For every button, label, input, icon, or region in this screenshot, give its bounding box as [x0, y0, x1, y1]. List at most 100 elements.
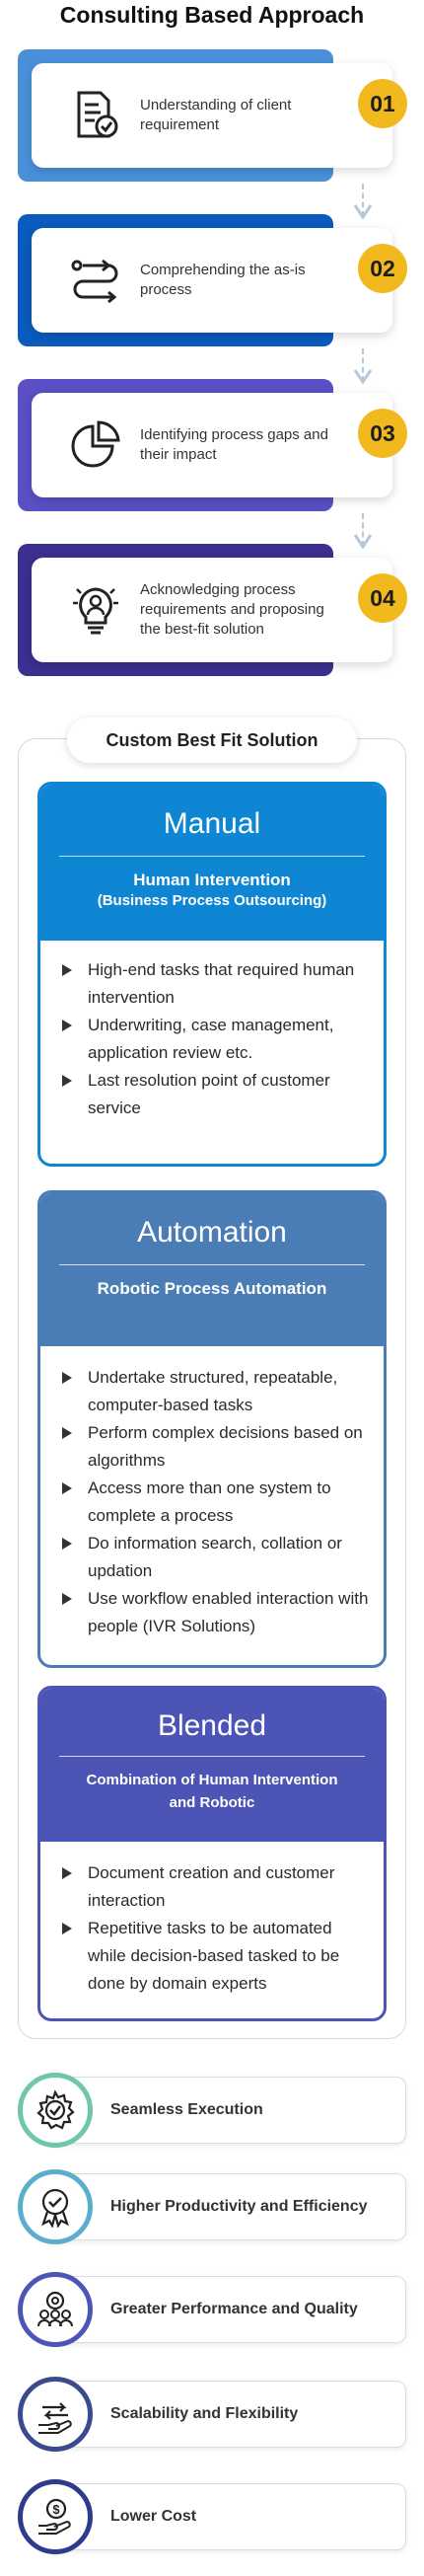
approach-step-4: Acknowledging process requirements and p… [18, 544, 407, 676]
list-item: High-end tasks that required human inter… [62, 956, 370, 1012]
step-number: 04 [358, 573, 407, 623]
solution-card-list: Undertake structured, repeatable, comput… [40, 1346, 384, 1640]
step-card: Acknowledging process requirements and p… [32, 558, 392, 662]
triangle-bullet-icon [62, 1923, 72, 1934]
benefit-label: Scalability and Flexibility [110, 2405, 299, 2422]
step-connector [362, 348, 364, 382]
solution-card-subtitle: Robotic Process Automation [97, 1279, 327, 1298]
solution-card-blended: Blended Combination of Human Interventio… [37, 1686, 387, 2021]
list-item-text: Undertake structured, repeatable, comput… [88, 1368, 338, 1414]
step-card: Comprehending the as-is process [32, 228, 392, 333]
award-badge-icon [41, 2188, 69, 2228]
step-connector [362, 184, 364, 217]
solution-card-subtitle: Human Intervention [133, 871, 291, 889]
list-item-text: Perform complex decisions based on algor… [88, 1423, 363, 1470]
benefit-bar [47, 2173, 406, 2240]
page-title: Consulting Based Approach [59, 2, 365, 28]
step-number: 01 [358, 79, 407, 128]
list-item-text: Last resolution point of customer servic… [88, 1071, 330, 1117]
list-item-text: Access more than one system to complete … [88, 1478, 331, 1525]
step-text: Identifying process gaps and their impac… [140, 426, 328, 463]
list-item-text: Document creation and customer interacti… [88, 1863, 335, 1910]
idea-person-icon [73, 587, 118, 635]
header-divider [59, 856, 365, 857]
triangle-bullet-icon [62, 1372, 72, 1384]
list-item: Access more than one system to complete … [62, 1475, 370, 1530]
benefit-productivity: Higher Productivity and Efficiency [18, 2169, 406, 2244]
list-item-text: High-end tasks that required human inter… [88, 960, 355, 1007]
list-item: Underwriting, case management, applicati… [62, 1012, 370, 1067]
solution-card-name: Manual [163, 807, 261, 840]
gear-check-icon [36, 2089, 75, 2130]
benefit-bar [47, 2381, 406, 2448]
document-check-icon [77, 91, 118, 138]
header-divider [59, 1264, 365, 1265]
list-item: Repetitive tasks to be automated while d… [62, 1915, 370, 1998]
triangle-bullet-icon [62, 1427, 72, 1439]
solution-card-header: Manual Human Intervention (Business Proc… [40, 785, 384, 941]
list-item: Last resolution point of customer servic… [62, 1067, 370, 1122]
benefit-label: Seamless Execution [110, 2101, 263, 2118]
list-item-text: Do information search, collation or upda… [88, 1534, 342, 1580]
arrow-down-icon [353, 369, 373, 384]
step-number: 03 [358, 409, 407, 458]
benefit-bar [47, 2483, 406, 2550]
approach-step-3: Identifying process gaps and their impac… [18, 379, 407, 511]
benefit-lower-cost: $ Lower Cost [18, 2479, 406, 2554]
benefit-label: Greater Performance and Quality [110, 2301, 358, 2317]
benefit-scalability: Scalability and Flexibility [18, 2377, 406, 2452]
step-text: Acknowledging process requirements and p… [140, 581, 324, 638]
triangle-bullet-icon [62, 1867, 72, 1879]
pie-chart-icon [71, 420, 120, 468]
solution-card-header: Automation Robotic Process Automation [40, 1193, 384, 1346]
list-item-text: Use workflow enabled interaction with pe… [88, 1589, 369, 1635]
approach-step-1: Understanding of client requirement 01 [18, 49, 407, 182]
svg-text:$: $ [52, 2502, 60, 2517]
solution-card-list: Document creation and customer interacti… [40, 1842, 384, 1998]
solution-card-header: Blended Combination of Human Interventio… [40, 1689, 384, 1842]
solution-card-subtitle: Combination of Human Intervention and Ro… [86, 1772, 338, 1811]
solution-card-automation: Automation Robotic Process Automation Un… [37, 1190, 387, 1668]
benefit-icon-circle: $ [18, 2479, 93, 2554]
benefit-bar [47, 2276, 406, 2343]
solution-card-list: High-end tasks that required human inter… [40, 941, 384, 1122]
triangle-bullet-icon [62, 964, 72, 976]
hand-coin-icon: $ [38, 2498, 71, 2535]
list-item: Do information search, collation or upda… [62, 1530, 370, 1585]
benefit-label: Lower Cost [110, 2508, 197, 2525]
benefit-performance: Greater Performance and Quality [18, 2272, 406, 2347]
benefit-seamless-execution: Seamless Execution [18, 2073, 406, 2148]
list-item: Perform complex decisions based on algor… [62, 1419, 370, 1475]
list-item-text: Underwriting, case management, applicati… [88, 1016, 334, 1062]
step-number: 02 [358, 244, 407, 293]
list-item: Document creation and customer interacti… [62, 1859, 370, 1915]
list-item: Undertake structured, repeatable, comput… [62, 1364, 370, 1419]
solution-title: Custom Best Fit Solution [67, 718, 357, 763]
header-divider [59, 1756, 365, 1757]
triangle-bullet-icon [62, 1075, 72, 1087]
triangle-bullet-icon [62, 1482, 72, 1494]
triangle-bullet-icon [62, 1593, 72, 1605]
arrow-down-icon [353, 204, 373, 219]
solution-card-name: Automation [137, 1216, 287, 1249]
list-item-text: Repetitive tasks to be automated while d… [88, 1919, 340, 1993]
step-connector [362, 513, 364, 547]
solution-card-manual: Manual Human Intervention (Business Proc… [37, 782, 387, 1167]
step-card: Understanding of client requirement [32, 63, 392, 168]
triangle-bullet-icon [62, 1538, 72, 1550]
benefit-icon-circle [18, 2272, 93, 2347]
triangle-bullet-icon [62, 1020, 72, 1031]
step-card: Identifying process gaps and their impac… [32, 393, 392, 497]
team-gear-icon [37, 2291, 73, 2327]
list-item: Use workflow enabled interaction with pe… [62, 1585, 370, 1640]
step-text: Comprehending the as-is process [140, 262, 306, 298]
benefit-label: Higher Productivity and Efficiency [110, 2198, 368, 2215]
arrow-down-icon [353, 534, 373, 549]
solution-card-subtitle-2: (Business Process Outsourcing) [97, 892, 327, 909]
benefit-bar [47, 2077, 406, 2144]
hand-arrows-icon [38, 2402, 72, 2434]
step-text: Understanding of client requirement [140, 97, 292, 133]
process-flow-icon [71, 259, 118, 304]
approach-step-2: Comprehending the as-is process 02 [18, 214, 407, 346]
benefit-icon-circle [18, 2169, 93, 2244]
